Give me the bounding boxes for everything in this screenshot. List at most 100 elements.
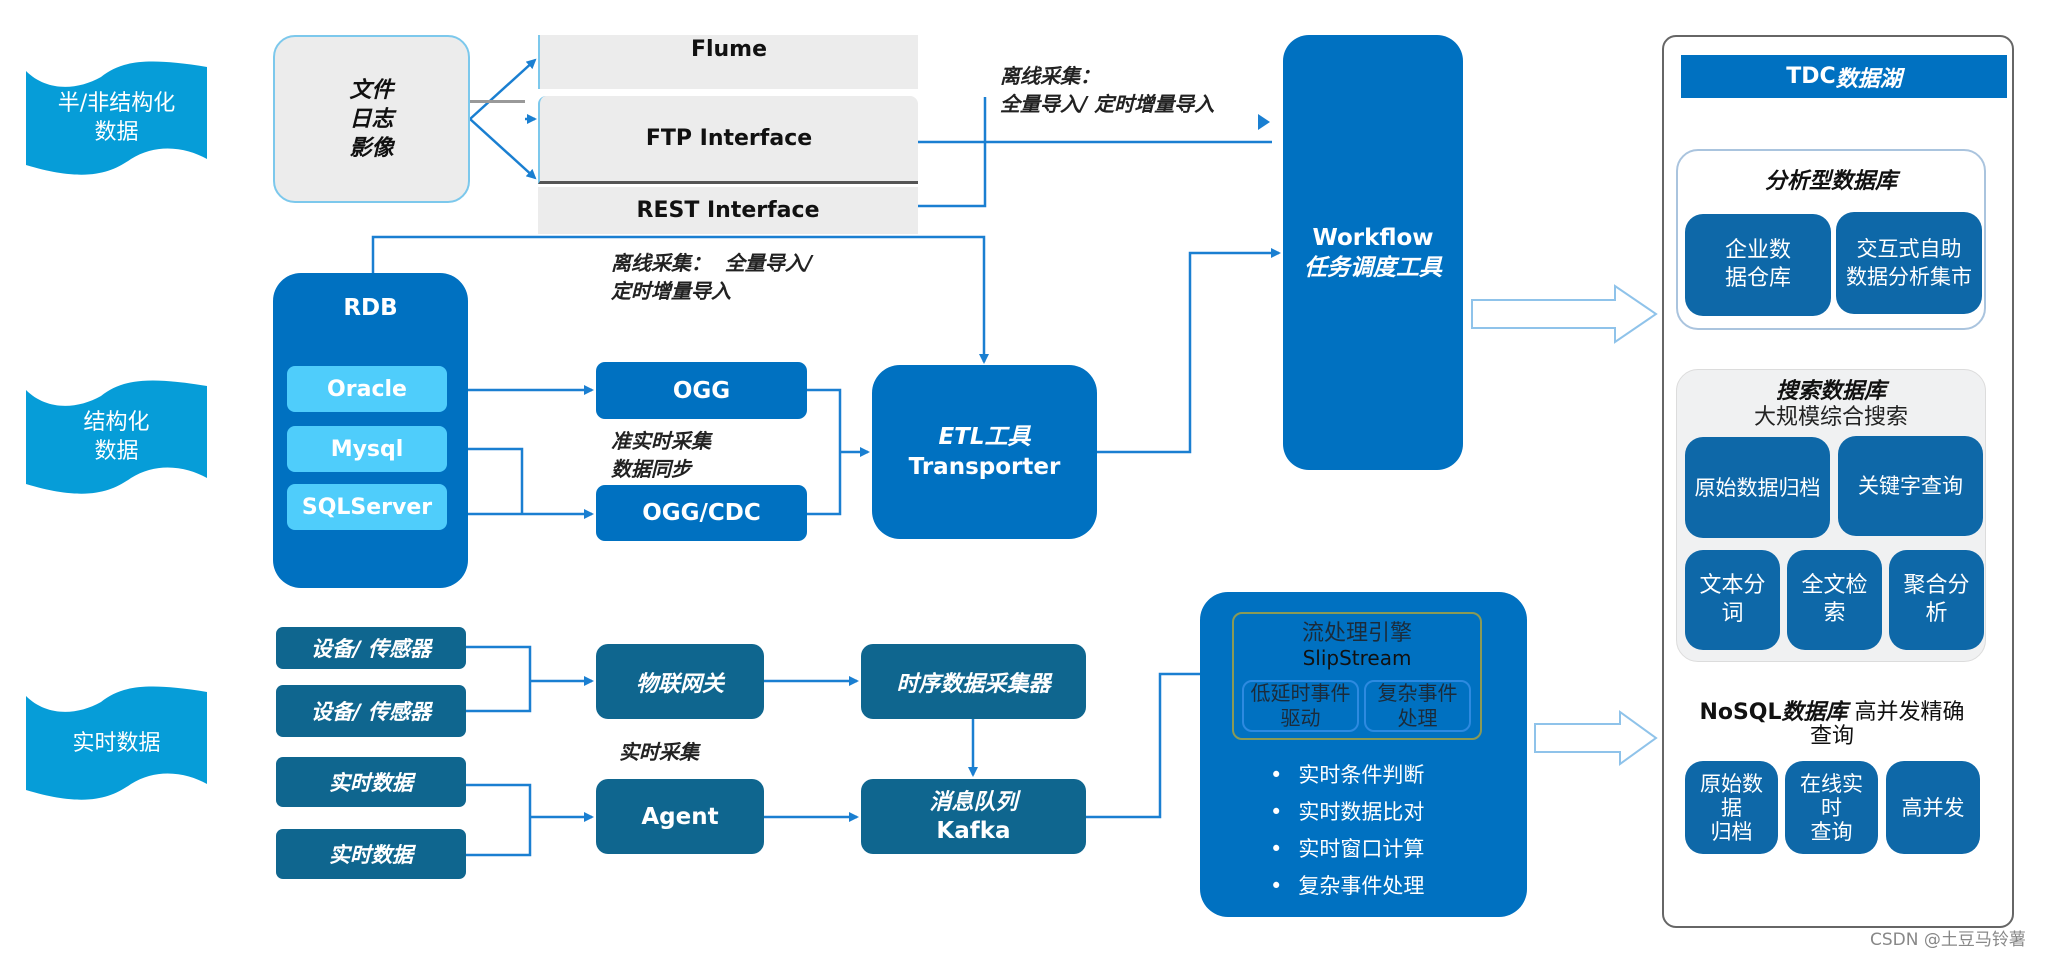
wave-shape-icon: [26, 686, 207, 800]
flume-box: Flume: [538, 35, 918, 89]
ogg-cdc-box[interactable]: OGG/CDC: [596, 485, 807, 541]
rdb-item-sqlserver[interactable]: SQLServer: [287, 484, 447, 530]
wave-shape-icon: [26, 61, 207, 175]
rdb-container: RDB Oracle Mysql SQLServer: [273, 273, 468, 588]
agent-box[interactable]: Agent: [596, 779, 764, 854]
nosql-high-concurrency-item[interactable]: 高并发: [1886, 761, 1980, 854]
rest-label: REST Interface: [636, 198, 820, 223]
wire-rt1: [466, 783, 532, 857]
fulltext-search-item[interactable]: 全文检 索: [1787, 550, 1882, 650]
nosql-online-query-item[interactable]: 在线实 时 查询: [1785, 761, 1878, 854]
rdb-title: RDB: [343, 295, 398, 321]
wire-kafka-stream: [1086, 672, 1200, 819]
note-line: 全量导入/ 定时增量导入: [1000, 92, 1215, 116]
source-label: 半/非结构化 数据: [57, 91, 176, 145]
near-realtime-note: 准实时采集 数据同步: [611, 427, 711, 483]
watermark: CSDN @土豆马铃薯: [1870, 930, 2026, 950]
files-label: 文件: [349, 77, 394, 103]
interactive-mart-item[interactable]: 交互式自助 数据分析集市: [1836, 212, 1982, 314]
stream-feature: •实时条件判断: [1270, 763, 1425, 787]
ogg-box[interactable]: OGG: [596, 362, 807, 419]
enterprise-dw-item[interactable]: 企业数 据仓库: [1685, 214, 1831, 316]
stream-feature: •复杂事件处理: [1270, 874, 1425, 898]
offline-collection-note-top: 离线采集： 全量导入/ 定时增量导入: [1000, 62, 1214, 118]
timeseries-collector[interactable]: 时序数据采集器: [861, 644, 1086, 719]
analytic-db-group: 分析型数据库 企业数 据仓库 交互式自助 数据分析集市: [1676, 149, 1986, 330]
keyword-query-item[interactable]: 关键字查询: [1838, 436, 1983, 536]
source-semi-structured: 半/非结构化 数据: [26, 59, 207, 177]
etl-subtitle: Transporter: [908, 454, 1061, 480]
divider-line: [470, 100, 525, 103]
raw-archive-item[interactable]: 原始数据归档: [1685, 437, 1830, 538]
hollow-arrow-top: [1471, 284, 1658, 344]
wire-rest-workflow: [918, 97, 987, 208]
device-sensor-2[interactable]: 设备/ 传感器: [276, 685, 466, 737]
arrow-head-icon: [1258, 114, 1270, 130]
stream-processing-box: 流处理引擎 SlipStream 低延时事件 驱动 复杂事件 处理 •实时条件判…: [1200, 592, 1527, 917]
low-latency-event-box: 低延时事件 驱动: [1242, 680, 1359, 732]
etl-transporter[interactable]: ETL工具 Transporter: [872, 365, 1097, 539]
workflow-subtitle: 任务调度工具: [1304, 254, 1442, 281]
search-db-subtitle: 大规模综合搜索: [1753, 405, 1908, 430]
wire-etl-workflow: [1097, 248, 1281, 454]
device-sensor-1[interactable]: 设备/ 传感器: [276, 627, 466, 669]
search-db-title: 搜索数据库: [1775, 379, 1886, 404]
aggregation-item[interactable]: 聚合分 析: [1889, 550, 1984, 650]
stream-engine-name: SlipStream: [1302, 646, 1412, 670]
text-segment-item[interactable]: 文本分 词: [1685, 550, 1780, 650]
stream-engine-panel: 流处理引擎 SlipStream 低延时事件 驱动 复杂事件 处理: [1232, 612, 1482, 740]
source-realtime: 实时数据: [26, 684, 207, 802]
note-line: 离线采集： 全量导入/: [611, 251, 813, 275]
workflow-title: Workflow: [1312, 224, 1434, 251]
note-line: 准实时采集: [611, 429, 711, 453]
wire-files-flume: [469, 58, 537, 120]
realtime-collect-note: 实时采集: [619, 740, 699, 764]
flume-label: Flume: [690, 37, 768, 62]
source-structured: 结构化 数据: [26, 378, 207, 496]
kafka-queue[interactable]: 消息队列 Kafka: [861, 779, 1086, 854]
rest-interface-box: REST Interface: [538, 187, 918, 234]
kafka-title: 消息队列: [929, 789, 1018, 815]
nosql-ital: 数据库: [1781, 700, 1848, 725]
nosql-suffix: 高并发精确 查询: [1809, 700, 1965, 749]
analytic-db-title: 分析型数据库: [1764, 169, 1897, 194]
nosql-raw-archive-item[interactable]: 原始数 据 归档: [1685, 761, 1778, 854]
kafka-subtitle: Kafka: [936, 817, 1011, 844]
rdb-item-oracle[interactable]: Oracle: [287, 366, 447, 412]
wire-files-rest: [469, 118, 537, 180]
nosql-db-title: NoSQL数据库 高并发精确 查询: [1682, 701, 1982, 749]
stream-feature: •实时窗口计算: [1270, 837, 1425, 861]
rdb-item-mysql[interactable]: Mysql: [287, 426, 447, 472]
source-label: 结构化 数据: [83, 410, 150, 464]
data-lake-title-prefix: TDC: [1786, 64, 1836, 89]
etl-title: ETL工具: [938, 424, 1031, 450]
source-label: 实时数据: [72, 730, 161, 756]
hollow-arrow-bottom: [1534, 710, 1658, 766]
iot-gateway[interactable]: 物联网关: [596, 644, 764, 719]
stream-engine-title: 流处理引擎: [1301, 621, 1412, 646]
data-lake-title-suffix: 数据湖: [1835, 66, 1902, 92]
files-logs-images-box: 文件 日志 影像: [273, 35, 470, 203]
complex-event-box: 复杂事件 处理: [1364, 680, 1471, 732]
note-line: 离线采集：: [1000, 64, 1100, 88]
wire-ogg-etl: [807, 388, 842, 516]
nosql-prefix: NoSQL: [1699, 700, 1782, 725]
ftp-interface-box: FTP Interface: [538, 96, 918, 184]
search-db-group: 搜索数据库 大规模综合搜索 原始数据归档 关键字查询 文本分 词 全文检 索 聚…: [1676, 369, 1986, 662]
wire-mysql-cdc: [468, 447, 524, 514]
ftp-label: FTP Interface: [645, 126, 813, 151]
logs-label: 日志: [349, 106, 394, 132]
wave-shape-icon: [26, 380, 207, 494]
note-line: 数据同步: [611, 457, 691, 481]
workflow-scheduler[interactable]: Workflow 任务调度工具: [1283, 35, 1463, 470]
images-label: 影像: [349, 135, 394, 161]
stream-feature: •实时数据比对: [1270, 800, 1425, 824]
offline-collection-note-mid: 离线采集： 全量导入/ 定时增量导入: [611, 249, 812, 305]
note-line: 定时增量导入: [611, 279, 731, 303]
stream-feature-list: •实时条件判断 •实时数据比对 •实时窗口计算 •复杂事件处理: [1270, 757, 1424, 905]
realtime-data-2[interactable]: 实时数据: [276, 829, 466, 879]
wire-device1: [466, 645, 532, 713]
realtime-data-1[interactable]: 实时数据: [276, 757, 466, 807]
